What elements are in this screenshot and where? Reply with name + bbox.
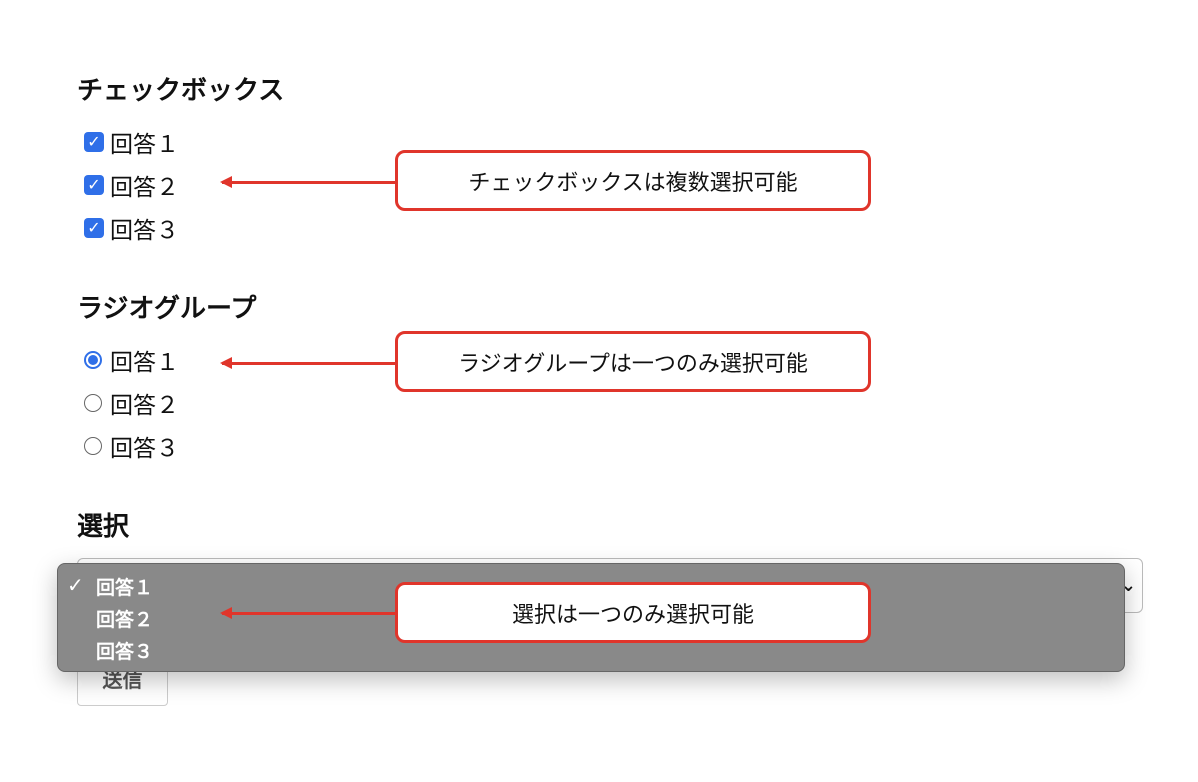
checkbox-label: 回答３ bbox=[110, 218, 179, 244]
dropdown-option-2[interactable]: 回答２ bbox=[96, 609, 154, 631]
radio-icon[interactable] bbox=[84, 394, 102, 412]
annotation-radio: ラジオグループは一つのみ選択可能 bbox=[395, 331, 871, 392]
radio-icon[interactable] bbox=[84, 437, 102, 455]
radio-label: 回答３ bbox=[110, 436, 179, 462]
checkbox-answer-3[interactable]: ✓ 回答３ bbox=[84, 213, 179, 244]
checkbox-heading: チェックボックス bbox=[77, 76, 285, 106]
radio-heading: ラジオグループ bbox=[77, 294, 257, 324]
checkbox-label: 回答１ bbox=[110, 132, 179, 158]
checkbox-checked-icon[interactable]: ✓ bbox=[84, 218, 104, 238]
checkbox-label: 回答２ bbox=[110, 175, 179, 201]
checkbox-answer-1[interactable]: ✓ 回答１ bbox=[84, 127, 179, 158]
annotation-arrow bbox=[220, 357, 395, 369]
radio-answer-2[interactable]: 回答２ bbox=[84, 388, 179, 419]
checkmark-icon: ✓ bbox=[67, 573, 84, 597]
annotation-checkbox: チェックボックスは複数選択可能 bbox=[395, 150, 871, 211]
radio-label: 回答２ bbox=[110, 393, 179, 419]
radio-label: 回答１ bbox=[110, 350, 179, 376]
annotation-arrow bbox=[220, 607, 395, 619]
checkbox-answer-2[interactable]: ✓ 回答２ bbox=[84, 170, 179, 201]
radio-answer-3[interactable]: 回答３ bbox=[84, 431, 179, 462]
annotation-arrow bbox=[220, 176, 395, 188]
radio-answer-1[interactable]: 回答１ bbox=[84, 345, 179, 376]
checkbox-checked-icon[interactable]: ✓ bbox=[84, 175, 104, 195]
checkbox-checked-icon[interactable]: ✓ bbox=[84, 132, 104, 152]
annotation-select: 選択は一つのみ選択可能 bbox=[395, 582, 871, 643]
radio-selected-icon[interactable] bbox=[84, 351, 102, 369]
dropdown-option-1[interactable]: 回答１ bbox=[96, 577, 154, 599]
select-heading: 選択 bbox=[77, 512, 130, 542]
dropdown-option-3[interactable]: 回答３ bbox=[96, 641, 154, 663]
